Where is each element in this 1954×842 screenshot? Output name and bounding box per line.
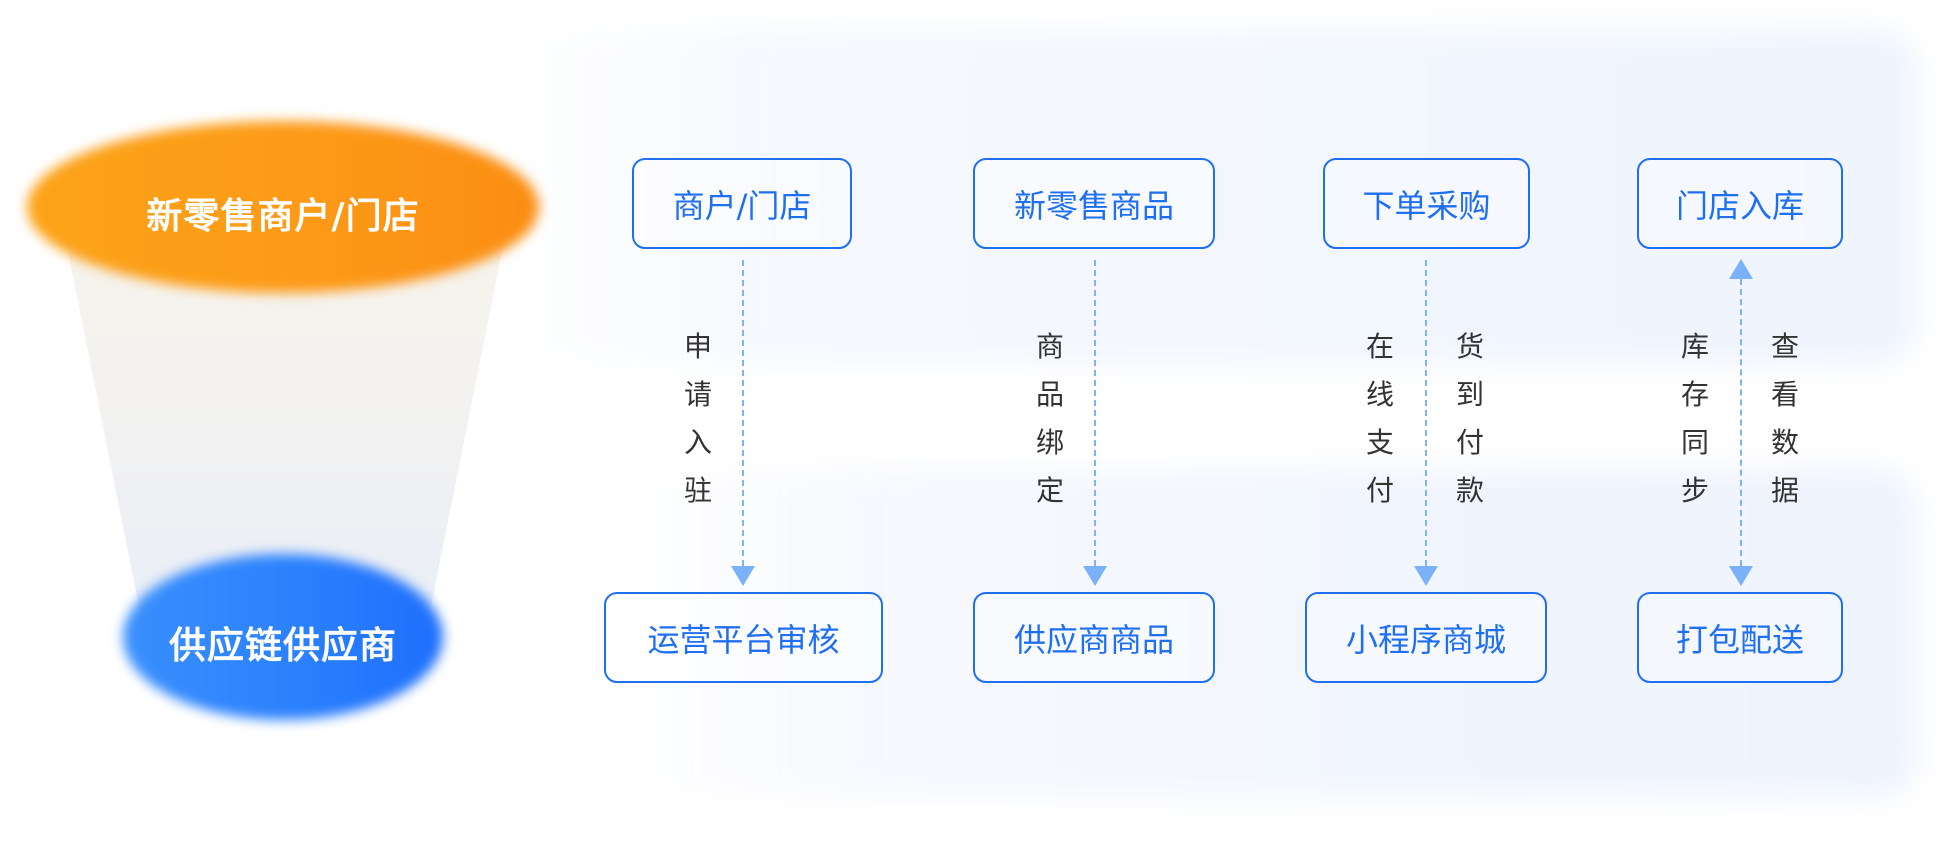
funnel-bottom-ellipse: 供应链供应商	[123, 554, 443, 720]
node-store-stock-in: 门店入库	[1637, 158, 1843, 249]
node-mini-program-mall: 小程序商城	[1305, 592, 1547, 683]
label-char: 查	[1770, 330, 1799, 363]
funnel-bottom-ellipse-fill	[123, 554, 443, 720]
label-char: 入	[683, 426, 712, 459]
label-char: 在	[1365, 330, 1394, 363]
label-char: 品	[1035, 378, 1064, 411]
node-retail-product: 新零售商品	[973, 158, 1215, 249]
label-char: 看	[1770, 378, 1799, 411]
connector-2	[1094, 260, 1096, 566]
node-place-order: 下单采购	[1323, 158, 1530, 249]
arrow-up-icon	[1729, 259, 1753, 279]
flow-label-right-4: 查 看 数 据	[1765, 323, 1805, 515]
label-char: 定	[1035, 474, 1064, 507]
connector-3	[1425, 260, 1427, 566]
label-char: 绑	[1035, 426, 1064, 459]
node-pack-deliver: 打包配送	[1637, 592, 1843, 683]
flow-label-left-3: 在 线 支 付	[1360, 323, 1400, 515]
label-char: 数	[1770, 426, 1799, 459]
connector-4	[1740, 279, 1742, 566]
label-char: 同	[1680, 426, 1709, 459]
funnel-bottom-label: 供应链供应商	[169, 624, 397, 667]
flow-label-left-2: 商 品 绑 定	[1030, 323, 1070, 515]
label-char: 申	[683, 330, 712, 363]
node-platform-review: 运营平台审核	[604, 592, 883, 683]
label-char: 商	[1035, 330, 1064, 363]
label-char: 存	[1680, 378, 1709, 411]
arrow-down-icon	[1414, 566, 1438, 586]
label-char: 到	[1455, 378, 1484, 411]
arrow-down-icon	[731, 566, 755, 586]
label-char: 货	[1455, 330, 1484, 363]
label-char: 请	[683, 378, 712, 411]
node-supplier-product: 供应商商品	[973, 592, 1215, 683]
background-panel-top	[498, 28, 1918, 366]
flow-label-left-4: 库 存 同 步	[1675, 323, 1715, 515]
label-char: 款	[1455, 474, 1484, 507]
arrow-down-icon	[1083, 566, 1107, 586]
label-char: 库	[1680, 330, 1709, 363]
label-char: 步	[1680, 474, 1709, 507]
label-char: 驻	[683, 474, 712, 507]
label-char: 付	[1365, 474, 1394, 507]
label-char: 支	[1365, 426, 1394, 459]
funnel-top-ellipse: 新零售商户/门店	[27, 121, 539, 293]
background-panel-bottom	[598, 468, 1918, 798]
arrow-down-icon	[1729, 566, 1753, 586]
flow-label-right-3: 货 到 付 款	[1450, 323, 1490, 515]
connector-1	[742, 260, 744, 566]
funnel-top-label: 新零售商户/门店	[146, 196, 420, 237]
label-char: 线	[1365, 378, 1394, 411]
label-char: 付	[1455, 426, 1484, 459]
flow-label-left-1: 申 请 入 驻	[678, 323, 718, 515]
label-char: 据	[1770, 474, 1799, 507]
node-merchant-store: 商户/门店	[632, 158, 852, 249]
funnel-top-ellipse-fill	[27, 121, 539, 293]
